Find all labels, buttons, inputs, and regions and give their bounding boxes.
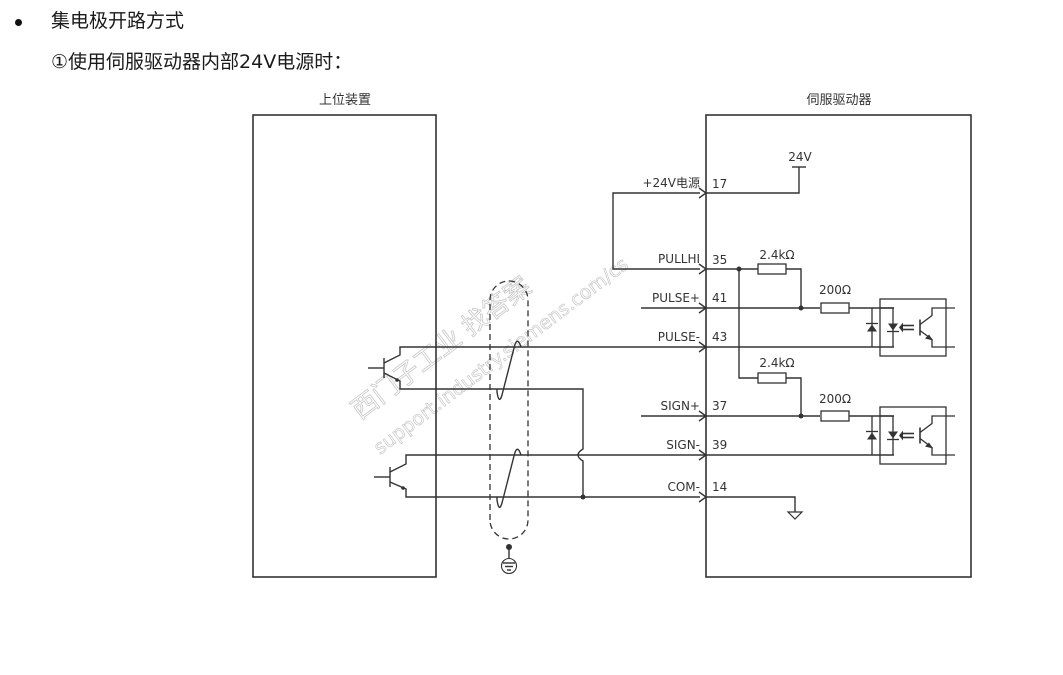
light-arrowhead <box>899 430 903 441</box>
resistor-label: 2.4kΩ <box>759 248 794 262</box>
led-icon <box>888 431 898 439</box>
emitter-arrow <box>925 442 933 449</box>
pin-label: 43 <box>712 330 727 344</box>
resistor-pullup-sign <box>757 372 787 384</box>
phototransistor-collector <box>919 415 955 434</box>
protection-diode-icon <box>867 432 877 440</box>
phototransistor-collector <box>919 307 955 326</box>
transistor-collector <box>383 346 436 364</box>
resistor-label: 200Ω <box>819 392 851 406</box>
signal-label: PULLHI <box>658 252 700 266</box>
opto-package <box>879 298 947 357</box>
connector-chevron <box>698 187 708 199</box>
pullup-sign-wire <box>786 377 802 416</box>
junction-dot <box>798 305 804 311</box>
protection-diode-icon <box>867 324 877 332</box>
led-icon <box>888 323 898 331</box>
host-device-box <box>252 114 437 578</box>
twist-pulse <box>496 340 522 400</box>
shielded-cable <box>489 280 529 575</box>
transistor-emitter <box>389 481 700 498</box>
pin-label: 41 <box>712 291 727 305</box>
pin-label: 37 <box>712 399 727 413</box>
optocoupler-pulse <box>866 298 955 357</box>
pin-label: 14 <box>712 480 727 494</box>
supply-24v-label: 24V <box>788 150 812 164</box>
emitter-arrow <box>925 334 933 341</box>
host-device-label: 上位装置 <box>319 93 371 108</box>
optocoupler-sign <box>866 406 955 465</box>
resistor-pullup-pulse <box>757 263 787 275</box>
transistor-pulse <box>368 346 584 430</box>
signal-label: PULSE+ <box>652 291 700 305</box>
jumper-wire-17-35 <box>612 192 700 270</box>
resistor-label: 200Ω <box>819 283 851 297</box>
resistor-series-sign <box>820 410 850 422</box>
phototransistor-emitter <box>919 329 955 348</box>
junction-dot <box>798 413 804 419</box>
emitter-arrow <box>395 378 399 382</box>
transistor-emitter <box>383 372 584 430</box>
opto-package <box>879 406 947 465</box>
resistor-label: 2.4kΩ <box>759 356 794 370</box>
emitter-arrow <box>401 486 405 490</box>
servo-drive-box <box>705 114 972 578</box>
phototransistor-emitter <box>919 437 955 456</box>
servo-drive-label: 伺服驱动器 <box>806 93 871 108</box>
signal-label: PULSE- <box>658 330 700 344</box>
wire-crossover-jump <box>577 430 584 497</box>
terminal-labels: +24V电源 17 PULLHI 35 PULSE+ 41 PULSE- 43 … <box>642 176 727 494</box>
section-subtitle: ①使用伺服驱动器内部24V电源时： <box>51 51 353 73</box>
signal-label: COM- <box>667 480 700 494</box>
connector-chevron <box>698 491 708 503</box>
section-title: 集电极开路方式 <box>51 10 185 32</box>
com-internal-wire <box>706 496 796 512</box>
bullet-dot <box>15 19 22 26</box>
twist-sign <box>496 448 522 508</box>
signal-label: SIGN+ <box>661 399 701 413</box>
supply-wire <box>706 167 800 194</box>
pullup-pulse-wire <box>786 268 802 308</box>
pin-label: 39 <box>712 438 727 452</box>
transistor-sign <box>374 454 700 498</box>
pin-label: 35 <box>712 253 727 267</box>
pin-label: 17 <box>712 177 727 191</box>
transistor-collector <box>389 454 436 473</box>
pullhi-bus <box>738 269 758 379</box>
resistor-series-pulse <box>820 302 850 314</box>
signal-label: +24V电源 <box>642 176 700 190</box>
signal-label: SIGN- <box>666 438 700 452</box>
light-arrowhead <box>899 322 903 333</box>
connector-chevron <box>698 263 708 275</box>
ground-icon <box>786 511 804 520</box>
